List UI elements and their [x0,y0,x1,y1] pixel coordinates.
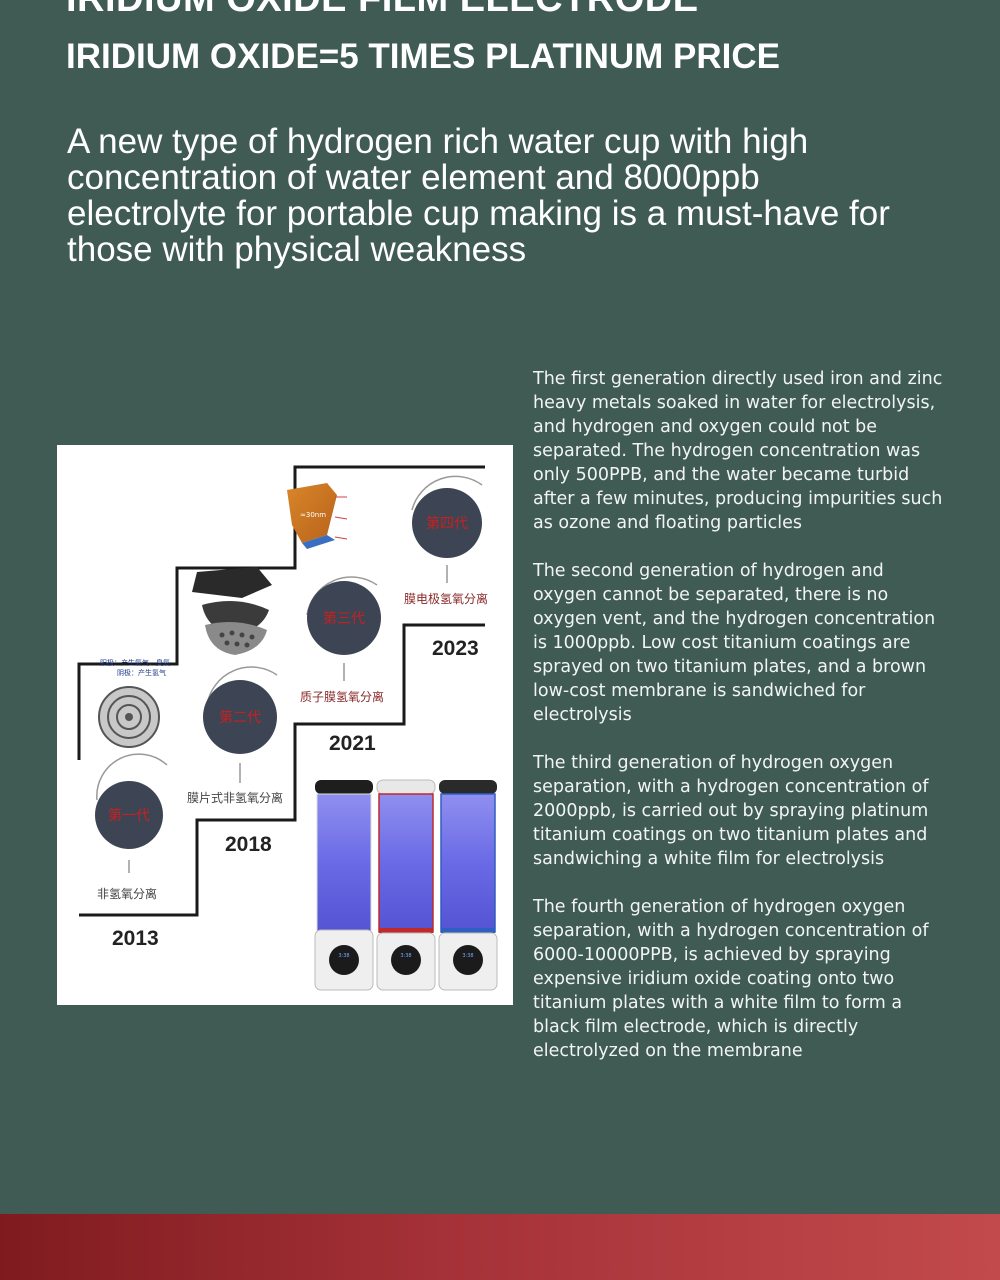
badge-gen2: 第二代 [219,709,261,726]
label-gen3: 质子膜氢氧分离 [300,689,384,704]
page-subtitle: IRIDIUM OXIDE=5 TIMES PLATINUM PRICE [66,37,780,76]
electrode-disc-illustration: 阳极：产生氧气、臭氧 阴极：产生氢气 [98,658,170,748]
generation-2-description: The second generation of hydrogen and ox… [533,561,936,725]
badge-circle-gen4 [412,488,482,558]
year-gen3: 2021 [329,732,376,755]
electrode-label-cathode: 阴极：产生氢气 [117,668,166,677]
cup-display-2: 3:38 [400,953,411,959]
year-gen1: 2013 [112,927,159,950]
label-gen4: 膜电极氢氧分离 [404,591,488,606]
badge-gen3: 第三代 [323,610,365,627]
label-gen2: 膜片式非氢氧分离 [187,790,283,805]
generation-timeline-figure: 第一代 非氢氧分离 2013 阳极：产生氧气、臭氧 阴极：产生氢气 第二代 膜片… [57,445,513,1005]
generation-3-description: The third generation of hydrogen oxygen … [533,753,929,869]
membrane-pad-illustration: ≈30nm [287,483,348,549]
badge-gen4: 第四代 [426,515,468,532]
badge-circle-gen2 [203,680,277,754]
timeline-stairs-lower [77,465,485,760]
cup-black: 3:38 [314,780,374,991]
badge-circle-gen3 [307,581,381,655]
generation-2: 第二代 膜片式非氢氧分离 2018 [187,666,283,856]
page-title: IRIDIUM OXIDE FILM ELECTRODE [66,0,699,21]
year-gen4: 2023 [432,637,479,660]
generations-description: The first generation directly used iron … [533,367,943,1087]
generation-4-description: The fourth generation of hydrogen oxygen… [533,897,929,1061]
generation-1: 第一代 非氢氧分离 2013 [95,753,168,950]
year-gen2: 2018 [225,833,272,856]
intro-paragraph: A new type of hydrogen rich water cup wi… [67,122,890,269]
cup-blue: 3:38 [438,780,498,991]
cup-red: 3:38 [376,779,436,991]
stacked-plates-illustration [192,567,272,655]
timeline-stairs [79,623,485,917]
electrode-label-anode: 阳极：产生氧气、臭氧 [100,658,170,667]
membrane-thickness-label: ≈30nm [300,511,326,519]
generation-1-description: The first generation directly used iron … [533,369,943,533]
label-gen1: 非氢氧分离 [97,886,157,901]
hydrogen-water-cups: 3:38 3:38 3:38 [314,779,498,991]
cup-display-1: 3:38 [338,953,349,959]
generation-3: 第三代 质子膜氢氧分离 2021 [300,576,384,755]
badge-circle-gen1 [95,781,163,849]
timeline-graphic: 第一代 非氢氧分离 2013 阳极：产生氧气、臭氧 阴极：产生氢气 第二代 膜片… [77,465,498,991]
bottom-decorative-band [0,1214,1000,1280]
badge-gen1: 第一代 [108,807,150,824]
generation-4: 第四代 膜电极氢氧分离 2023 [404,475,488,660]
cup-display-3: 3:38 [462,953,473,959]
